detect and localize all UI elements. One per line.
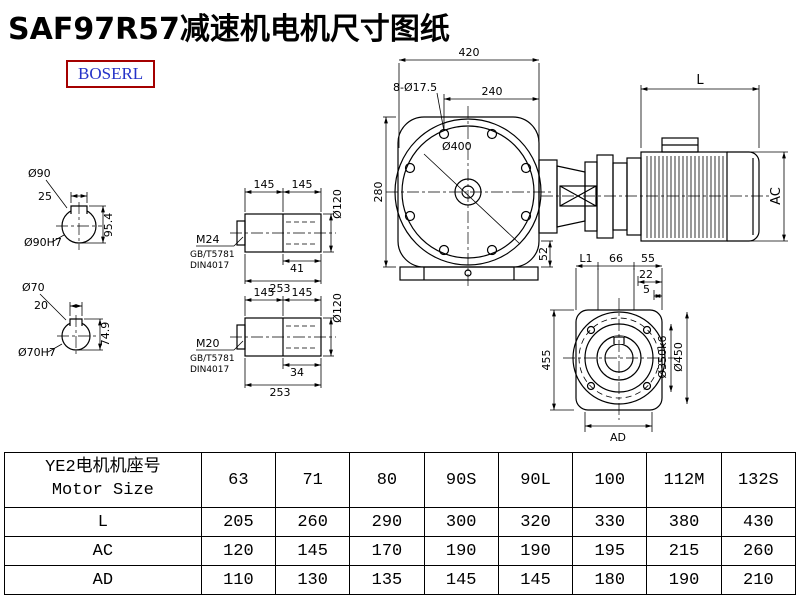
standard-gbt5781-a: GB/T5781	[190, 250, 235, 260]
value-ac-63: 120	[200, 536, 277, 566]
dim-d70: Ø70	[22, 281, 45, 294]
dim-350k6: Ø350k6	[656, 335, 669, 378]
motor-dimensions: L AC	[640, 73, 788, 242]
value-l-80: 290	[349, 507, 425, 537]
value-ac-71: 145	[275, 536, 351, 566]
dim-52: 52	[537, 247, 550, 261]
dim-outer-diameter: Ø400	[442, 140, 472, 153]
frame-size-80: 80	[349, 452, 425, 508]
dim-AD: AD	[610, 431, 626, 444]
table-row-ac: AC 120 145 170 190 190 195 215 260	[4, 536, 797, 566]
dim-420: 420	[459, 46, 480, 59]
value-l-100: 330	[572, 507, 648, 537]
dim-L1: L1	[579, 252, 592, 265]
technical-drawing: 420 240 8-Ø17.5 Ø400 280 52	[18, 46, 788, 444]
value-ac-132s: 260	[720, 536, 797, 566]
boserl-logo: BOSERL	[66, 60, 156, 88]
value-ac-100: 195	[572, 536, 648, 566]
dim-d120-a: Ø120	[331, 189, 344, 219]
value-ad-90s: 145	[423, 565, 499, 595]
value-ad-90l: 145	[497, 565, 574, 595]
motor-fins	[646, 156, 724, 238]
dim-253-a: 253	[270, 282, 291, 295]
row-label-ac: AC	[4, 536, 202, 566]
standard-din4017-a: DIN4017	[190, 261, 229, 271]
page-title: SAF97R57减速机电机尺寸图纸	[8, 12, 450, 47]
table-header-row: YE2电机机座号 Motor Size 63 71 80 90S 90L 100…	[4, 452, 797, 508]
dim-AC: AC	[769, 187, 784, 205]
logo-text: BOSERL	[78, 64, 144, 83]
value-ac-112m: 215	[646, 536, 722, 566]
value-l-71: 260	[275, 507, 351, 537]
dim-22: 22	[639, 268, 653, 281]
frame-size-112m: 112M	[646, 452, 722, 508]
dim-145-c: 145	[254, 286, 275, 299]
dim-key20: 20	[34, 299, 48, 312]
flange-output-view	[563, 298, 675, 420]
dim-450: Ø450	[672, 342, 685, 372]
value-ac-90l: 190	[497, 536, 574, 566]
dim-280: 280	[372, 182, 385, 203]
dim-key25: 25	[38, 190, 52, 203]
standard-din4017-b: DIN4017	[190, 365, 229, 375]
dim-145-b: 145	[292, 178, 313, 191]
bore-90-section: Ø90 25 95.4 Ø90H7	[24, 167, 115, 250]
thread-m20: M20	[196, 337, 220, 350]
dim-74-9: 74.9	[99, 322, 112, 347]
dim-240: 240	[482, 85, 503, 98]
thread-m24: M24	[196, 233, 220, 246]
dim-34: 34	[290, 366, 304, 379]
value-l-90l: 320	[497, 507, 574, 537]
motor-side-view	[538, 137, 770, 242]
frame-size-90s: 90S	[423, 452, 499, 508]
table-row-l: L 205 260 290 300 320 330 380 430	[4, 507, 797, 537]
value-l-132s: 430	[720, 507, 797, 537]
value-ac-90s: 190	[423, 536, 499, 566]
frame-size-71: 71	[275, 452, 351, 508]
value-ad-100: 180	[572, 565, 648, 595]
row-label-l: L	[4, 507, 202, 537]
flange-dimensions: L1 66 55 22 5 455 Ø350k6 Ø450 AD	[540, 252, 689, 444]
motor-size-label-cn: YE2电机机座号	[45, 458, 161, 478]
value-ad-71: 130	[275, 565, 351, 595]
value-ac-80: 170	[349, 536, 425, 566]
motor-size-label-en: Motor Size	[51, 481, 154, 500]
value-ad-112m: 190	[646, 565, 722, 595]
dim-253-b: 253	[270, 386, 291, 399]
frame-size-90l: 90L	[497, 452, 574, 508]
dim-bolt-holes: 8-Ø17.5	[393, 81, 437, 94]
table-row-ad: AD 110 130 135 145 145 180 190 210	[4, 565, 797, 595]
dim-d90h7: Ø90H7	[24, 236, 62, 249]
frame-size-100: 100	[572, 452, 648, 508]
dim-455: 455	[540, 350, 553, 371]
dim-66: 66	[609, 252, 623, 265]
dim-41: 41	[290, 262, 304, 275]
shaft-detail-m20: 145 145 Ø120 M20 GB/T5781 DIN4017 34 253	[190, 286, 344, 399]
dim-145-d: 145	[292, 286, 313, 299]
dim-145-a: 145	[254, 178, 275, 191]
value-ad-132s: 210	[720, 565, 797, 595]
gear-front-view	[386, 106, 552, 288]
dim-5: 5	[643, 283, 650, 296]
dim-95-4: 95.4	[102, 213, 115, 238]
standard-gbt5781-b: GB/T5781	[190, 354, 235, 364]
frame-size-63: 63	[200, 452, 277, 508]
dim-d90: Ø90	[28, 167, 51, 180]
value-ad-80: 135	[349, 565, 425, 595]
dim-d70h7: Ø70H7	[18, 346, 56, 359]
value-l-90s: 300	[423, 507, 499, 537]
motor-dimension-table: YE2电机机座号 Motor Size 63 71 80 90S 90L 100…	[4, 452, 797, 595]
dim-55: 55	[641, 252, 655, 265]
front-dimensions: 420 240 8-Ø17.5 Ø400 280 52	[372, 46, 553, 268]
bore-70-section: Ø70 20 74.9 Ø70H7	[18, 281, 112, 359]
value-ad-63: 110	[200, 565, 277, 595]
value-l-112m: 380	[646, 507, 722, 537]
value-l-63: 205	[200, 507, 277, 537]
shaft-detail-m24: 145 145 Ø120 M24 GB/T5781 DIN4017 41 253	[190, 178, 344, 295]
frame-size-132s: 132S	[720, 452, 797, 508]
motor-size-header: YE2电机机座号 Motor Size	[4, 452, 202, 508]
dim-d120-b: Ø120	[331, 293, 344, 323]
dim-L: L	[696, 73, 704, 88]
row-label-ad: AD	[4, 565, 202, 595]
